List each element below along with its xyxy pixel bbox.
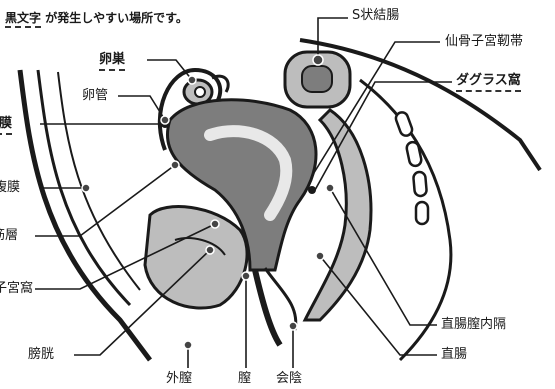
label-perineum: 会陰 <box>276 371 302 387</box>
label-serosa: 漿膜 <box>0 116 12 135</box>
label-vagina: 膣 <box>238 371 251 387</box>
label-s-colon: S状結腸 <box>352 8 399 24</box>
legend-text: が発生しやすい場所です。 <box>45 11 188 25</box>
bladder <box>145 207 247 308</box>
label-uterosacral: 仙骨子宮靭帯 <box>445 34 523 50</box>
label-ovary: 卵巣 <box>99 52 125 71</box>
label-vulva: 外膣 <box>166 371 192 387</box>
label-rectovaginal: 直腸膣内隔 <box>441 317 506 333</box>
label-peritoneum: 腹膜 <box>0 180 20 196</box>
legend-highlight: 黒文字 <box>5 11 41 28</box>
label-bladder: 膀胱 <box>28 347 54 363</box>
label-myometrium: 筋層 <box>0 228 18 244</box>
vertebrae <box>394 111 428 224</box>
label-vesicouterine: 子宮窩 <box>0 281 33 297</box>
legend-note: 黒文字 が発生しやすい場所です。 <box>5 9 188 26</box>
label-tube: 卵管 <box>82 88 108 104</box>
label-rectum: 直腸 <box>441 347 467 363</box>
abdominal-wall <box>20 70 150 360</box>
label-douglas: ダグラス窩 <box>456 73 521 92</box>
